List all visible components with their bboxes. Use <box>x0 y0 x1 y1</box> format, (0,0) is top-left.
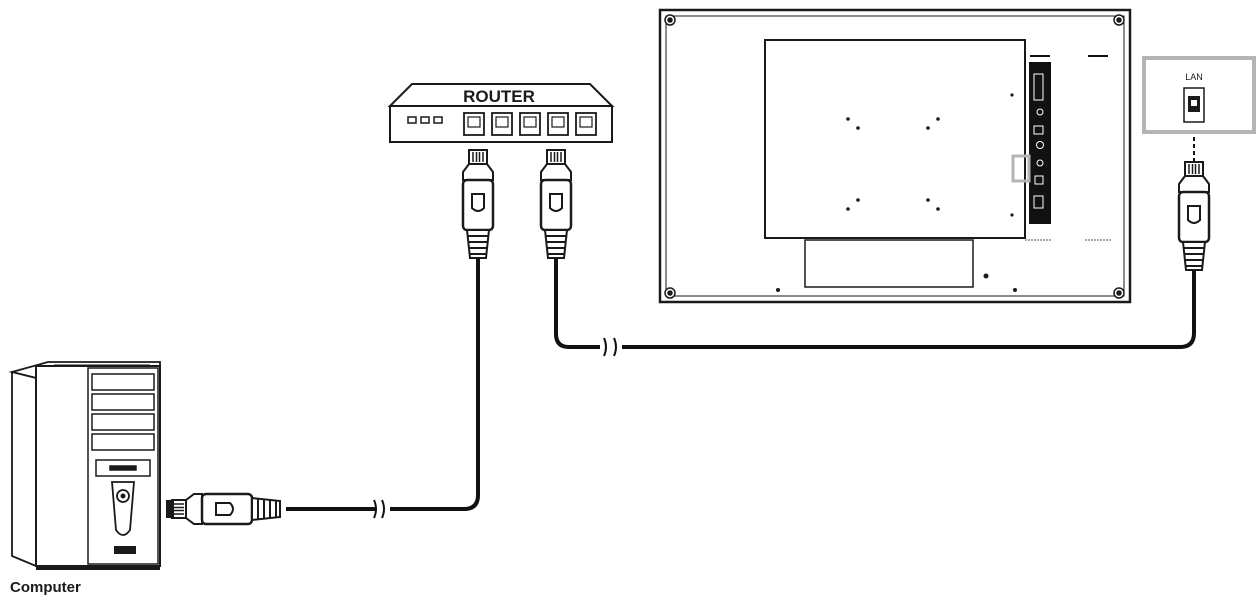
lan-port-icon <box>1183 87 1205 123</box>
rj45-plug-computer <box>170 492 282 526</box>
display-screws <box>664 14 1125 299</box>
lan-label: LAN <box>1185 72 1203 82</box>
vesa-mount-holes <box>846 93 1014 217</box>
router-ports <box>463 112 597 136</box>
computer-label: Computer <box>10 579 81 596</box>
router-port-3 <box>519 112 541 136</box>
router-label: ROUTER <box>463 87 535 106</box>
cable-router-to-computer <box>286 257 480 511</box>
display-stand-plate <box>804 239 974 288</box>
router-port-1 <box>463 112 485 136</box>
display-rear <box>658 8 1132 304</box>
router-indicator-lights <box>407 116 443 124</box>
router-port-5 <box>575 112 597 136</box>
rj45-plug-display <box>1177 160 1211 272</box>
rj45-plug-router-computer <box>461 148 495 260</box>
computer-tower <box>8 361 161 570</box>
cable-break-mark-display <box>603 337 617 357</box>
rj45-plug-router-display <box>539 148 573 260</box>
display-lan-port-highlight <box>1011 154 1031 183</box>
display-back-panel <box>764 39 1026 239</box>
computer-floppy-drive <box>95 459 151 477</box>
display-io-strip <box>1029 62 1051 224</box>
display-io-ports <box>1033 73 1044 209</box>
computer-power-button-icon <box>111 481 135 536</box>
computer-drive-bays <box>91 373 155 451</box>
cable-break-mark-computer <box>373 499 385 519</box>
cable-router-to-display <box>554 257 1196 349</box>
lan-port-callout: LAN <box>1142 56 1256 134</box>
router-port-2 <box>491 112 513 136</box>
computer-ethernet-port <box>166 500 174 518</box>
router: ROUTER <box>387 83 615 143</box>
router-port-4 <box>547 112 569 136</box>
cables <box>286 257 1196 519</box>
